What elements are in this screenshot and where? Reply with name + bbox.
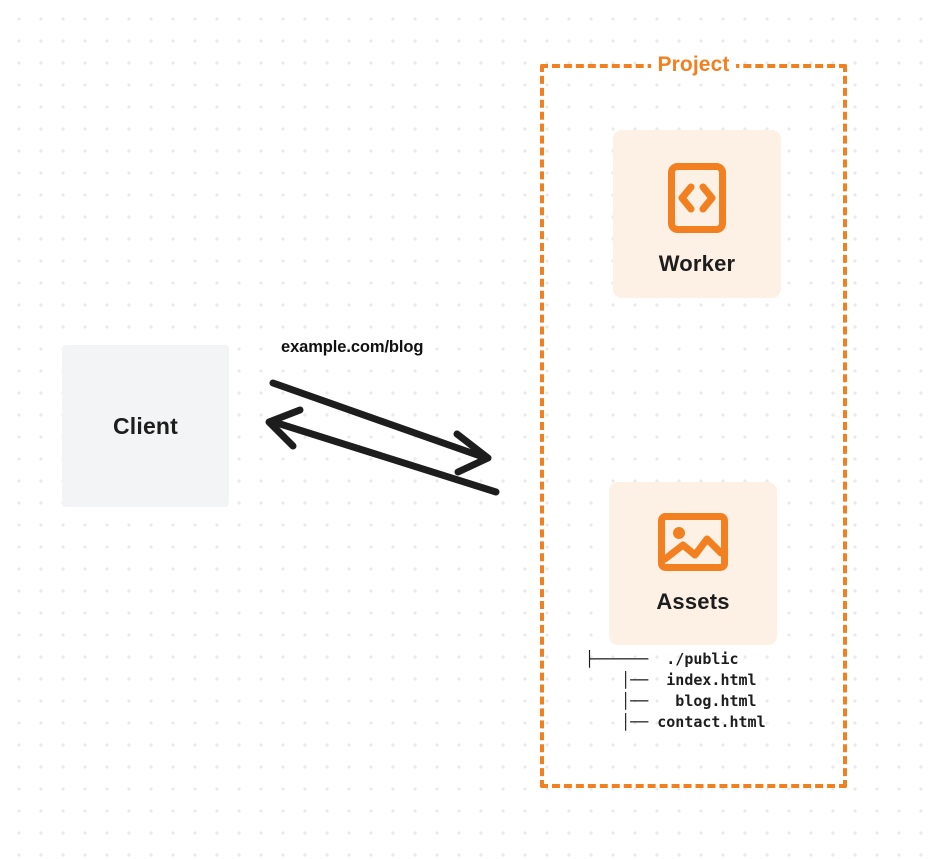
file-tree-row: │── blog.html	[585, 692, 757, 710]
file-tree-row: │── index.html	[585, 671, 757, 689]
assets-file-tree: ├────── ./public │── index.html │── blog…	[585, 649, 766, 733]
client-node[interactable]: Client	[62, 345, 229, 507]
request-url-label: example.com/blog	[281, 338, 424, 356]
file-tree-row: │── contact.html	[585, 713, 766, 731]
worker-node[interactable]: Worker	[613, 130, 781, 298]
project-title: Project	[650, 53, 737, 77]
worker-label: Worker	[658, 251, 736, 276]
file-tree-row: ├────── ./public	[585, 650, 739, 668]
project-boundary: Project	[540, 53, 847, 788]
code-brackets-icon	[668, 163, 726, 233]
response-arrow	[265, 406, 500, 496]
request-arrow	[269, 379, 492, 476]
client-label: Client	[112, 412, 179, 439]
assets-label: Assets	[656, 589, 730, 614]
image-icon	[658, 513, 728, 571]
assets-node[interactable]: Assets	[609, 482, 777, 645]
